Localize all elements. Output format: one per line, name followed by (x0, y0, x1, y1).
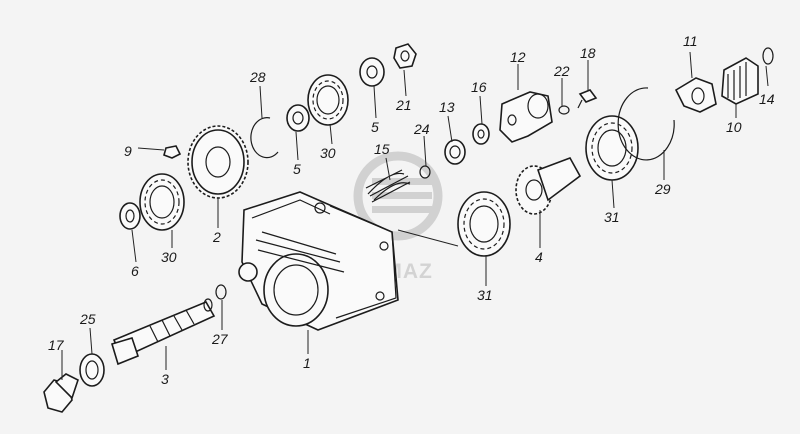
part-snap-ring-28 (250, 117, 279, 159)
label-part-5-left: 5 (293, 161, 301, 177)
label-part-14: 14 (759, 91, 775, 107)
label-part-4: 4 (535, 249, 543, 265)
label-part-30-lower: 30 (161, 249, 177, 265)
label-part-22: 22 (553, 63, 570, 79)
part-bolt-18 (577, 89, 598, 109)
label-part-25: 25 (79, 311, 96, 327)
part-washer-16 (472, 123, 490, 145)
part-washer-25 (79, 353, 105, 387)
part-nut-21 (393, 43, 417, 69)
label-part-5-upper: 5 (371, 119, 379, 135)
part-housing (238, 191, 399, 331)
label-part-31-right: 31 (604, 209, 620, 225)
part-labels: 1 2 3 4 5 5 6 9 10 11 12 13 14 15 16 17 … (48, 33, 775, 387)
label-part-6: 6 (131, 263, 139, 279)
label-part-17: 17 (48, 337, 65, 353)
part-bearing-31-right (585, 115, 639, 181)
label-part-21: 21 (395, 97, 412, 113)
part-washer-6 (119, 202, 141, 230)
part-snap-ring-29 (617, 87, 675, 161)
label-part-24: 24 (413, 121, 430, 137)
part-nut-9 (163, 145, 182, 159)
part-gear (187, 125, 249, 199)
label-part-18: 18 (580, 45, 596, 61)
part-bearing-31-middle (457, 191, 511, 257)
label-part-27: 27 (211, 331, 229, 347)
part-bearing-10 (721, 57, 759, 105)
part-bushing-13 (444, 139, 466, 165)
part-plug (43, 373, 79, 413)
part-pinion (515, 157, 582, 215)
label-part-10: 10 (726, 119, 742, 135)
part-ring-27 (215, 284, 227, 300)
label-part-2: 2 (212, 229, 221, 245)
label-part-16: 16 (471, 79, 487, 95)
label-part-1: 1 (303, 355, 311, 371)
part-bearing-30-upper (307, 74, 349, 126)
label-part-15: 15 (374, 141, 390, 157)
label-part-3: 3 (161, 371, 169, 387)
label-part-29: 29 (654, 181, 671, 197)
part-bracket-12 (499, 91, 553, 143)
label-part-30-upper: 30 (320, 145, 336, 161)
label-part-13: 13 (439, 99, 455, 115)
part-ring-14 (762, 47, 774, 65)
part-shaft (111, 298, 216, 366)
part-washer-5-left (286, 104, 310, 132)
label-part-9: 9 (124, 143, 132, 159)
label-part-12: 12 (510, 49, 526, 65)
leader-lines (61, 51, 769, 380)
part-washer-22 (558, 105, 570, 115)
part-bearing-30-lower (139, 173, 185, 231)
label-part-11: 11 (683, 33, 698, 49)
part-washer-5-upper (359, 57, 385, 87)
label-part-28: 28 (249, 69, 266, 85)
part-clutch-11 (674, 77, 717, 113)
part-spring (365, 169, 411, 203)
label-part-31-middle: 31 (477, 287, 493, 303)
part-ring-24 (419, 165, 431, 179)
